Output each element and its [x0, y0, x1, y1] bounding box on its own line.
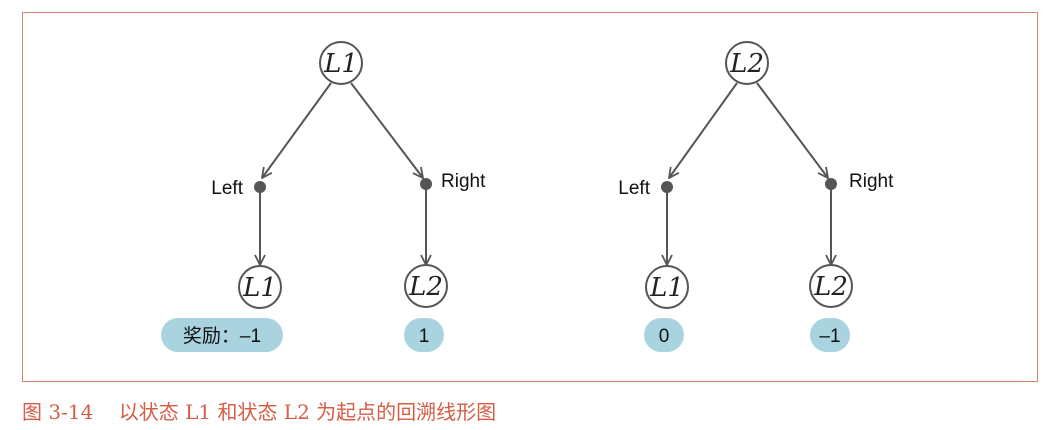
tree-l2: L2 Left Right L1 L2 0 –1 [618, 41, 894, 352]
root-node-label: L1 [323, 49, 358, 79]
action-dot-right [420, 178, 432, 190]
child-node-left-label: L1 [242, 273, 277, 303]
reward-badge-left [161, 318, 283, 352]
reward-badge-right [404, 318, 444, 352]
edge-root-right [756, 82, 828, 178]
child-node-left [645, 265, 689, 309]
edge-root-right [350, 82, 423, 178]
child-node-right [809, 264, 853, 308]
child-node-left [238, 265, 282, 309]
root-node [725, 41, 769, 85]
reward-label-right: –1 [819, 326, 840, 347]
edge-root-left [669, 82, 738, 178]
reward-badge-left [644, 318, 684, 352]
child-node-right-label: L2 [408, 272, 443, 302]
reward-label-left: 奖励：–1 [183, 325, 261, 347]
diagram-frame [22, 12, 1038, 382]
child-node-left-label: L1 [649, 273, 684, 303]
tree-l1: L1 Left Right L1 L2 奖励：–1 1 [161, 41, 486, 352]
root-node [319, 41, 363, 85]
child-node-right-label: L2 [813, 272, 848, 302]
action-dot-right [825, 178, 837, 190]
child-node-right [404, 264, 448, 308]
backup-diagrams: L1 Left Right L1 L2 奖励：–1 1 L2 Left Righ… [161, 41, 894, 352]
action-label-right: Right [849, 171, 894, 192]
figure-caption: 图 3-14 以状态 L1 和状态 L2 为起点的回溯线形图 [22, 400, 497, 424]
root-node-label: L2 [729, 49, 764, 79]
reward-label-left: 0 [659, 326, 670, 347]
reward-label-right: 1 [419, 326, 430, 347]
action-dot-left [661, 181, 673, 193]
action-label-left: Left [618, 178, 650, 199]
action-label-right: Right [441, 171, 486, 192]
edge-root-left [262, 82, 332, 178]
action-label-left: Left [211, 178, 243, 199]
reward-badge-right [810, 318, 850, 352]
action-dot-left [254, 181, 266, 193]
